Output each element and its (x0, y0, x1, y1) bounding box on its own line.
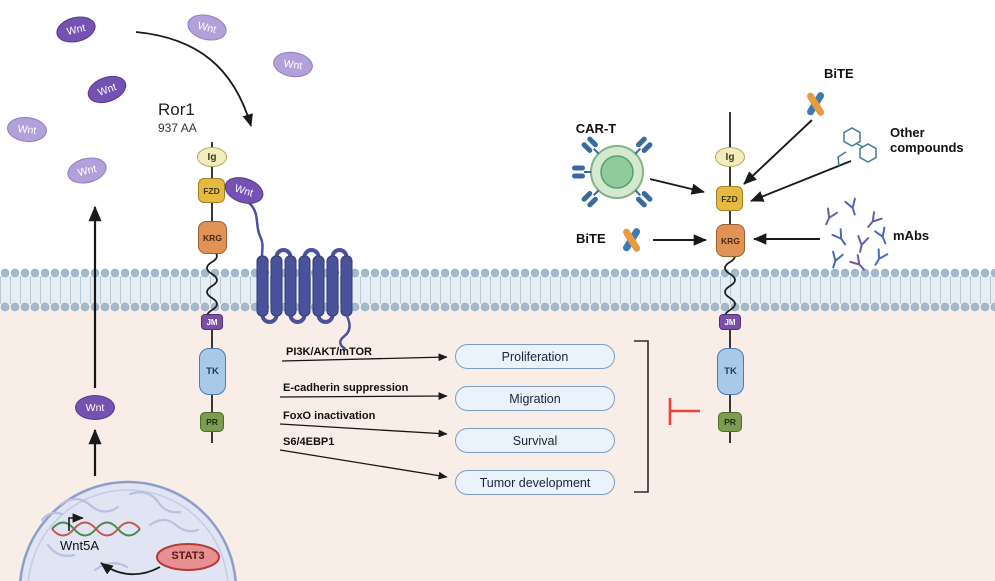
small-molecule-icon (837, 127, 877, 167)
wnt-binding-arrow (135, 31, 253, 127)
antibody-y-icon-cluster (820, 197, 892, 275)
r1-domain-fzd: FZD (198, 178, 225, 203)
r1-domain-jm: JM (201, 314, 223, 330)
bite-icon-left (623, 228, 641, 252)
r2-domain-pr: PR (718, 412, 742, 432)
transcription-arrow (68, 513, 84, 531)
pathway-label-ecadherin: E-cadherin suppression (283, 382, 409, 394)
r2-domain-fzd: FZD (716, 186, 743, 211)
receptor-name: Ror1 (158, 100, 195, 119)
therapy-label-cart: CAR-T (575, 121, 617, 136)
therapy-label-bite-left: BiTE (576, 231, 606, 246)
wnt-ligand-secreted: Wnt (75, 395, 115, 420)
pathway-label-pi3k-akt-mtor: PI3K/AKT/mTOR (286, 346, 372, 358)
car-receptor-icon (572, 136, 653, 208)
cell-membrane (0, 268, 995, 312)
receptor-size: 937 AA (158, 121, 197, 135)
therapy-label-mabs: mAbs (893, 228, 930, 243)
stat3-oval (156, 543, 220, 571)
r2-domain-tk: TK (717, 348, 744, 395)
therapy-arrows (649, 119, 852, 246)
dna-helix-icon (51, 521, 141, 537)
membrane-lipid-tails (0, 276, 995, 304)
r1-domain-pr: PR (200, 412, 224, 432)
pathway-arrows (279, 353, 448, 480)
stat3-to-gene-arrow (100, 562, 161, 576)
outcomes-bracket (634, 340, 649, 493)
membrane-outer-leaflet (0, 268, 995, 278)
pathway-label-s6-4ebp1: S6/4EBP1 (283, 436, 335, 448)
bite-icon-top (807, 92, 825, 116)
r2-domain-jm: JM (719, 314, 741, 330)
r2-domain-ig: Ig (715, 147, 745, 167)
gene-label-wnt5a: Wnt5A (60, 538, 100, 553)
outcome-pill-proliferation: Proliferation (455, 344, 615, 369)
outcome-pill-migration: Migration (455, 386, 615, 411)
r1-domain-ig: Ig (197, 147, 227, 167)
car-t-cell-icon (572, 136, 653, 208)
red-tbar-inhibition-icon (668, 398, 700, 425)
seven-tm-receptor (248, 202, 353, 351)
outcome-pill-survival: Survival (455, 428, 615, 453)
transmembrane-coils (206, 249, 736, 323)
r1-domain-krg: KRG (198, 221, 227, 254)
pathway-label-foxo: FoxO inactivation (283, 410, 376, 422)
r1-domain-tk: TK (199, 348, 226, 395)
stat3-label: STAT3 (171, 550, 205, 562)
therapy-label-other-compounds: Other compounds (890, 125, 964, 155)
membrane-inner-leaflet (0, 302, 995, 312)
nucleus-icon (19, 480, 237, 581)
therapy-label-bite-top: BiTE (824, 66, 854, 81)
r2-domain-krg: KRG (716, 224, 745, 257)
outcome-pill-tumor-development: Tumor development (455, 470, 615, 495)
